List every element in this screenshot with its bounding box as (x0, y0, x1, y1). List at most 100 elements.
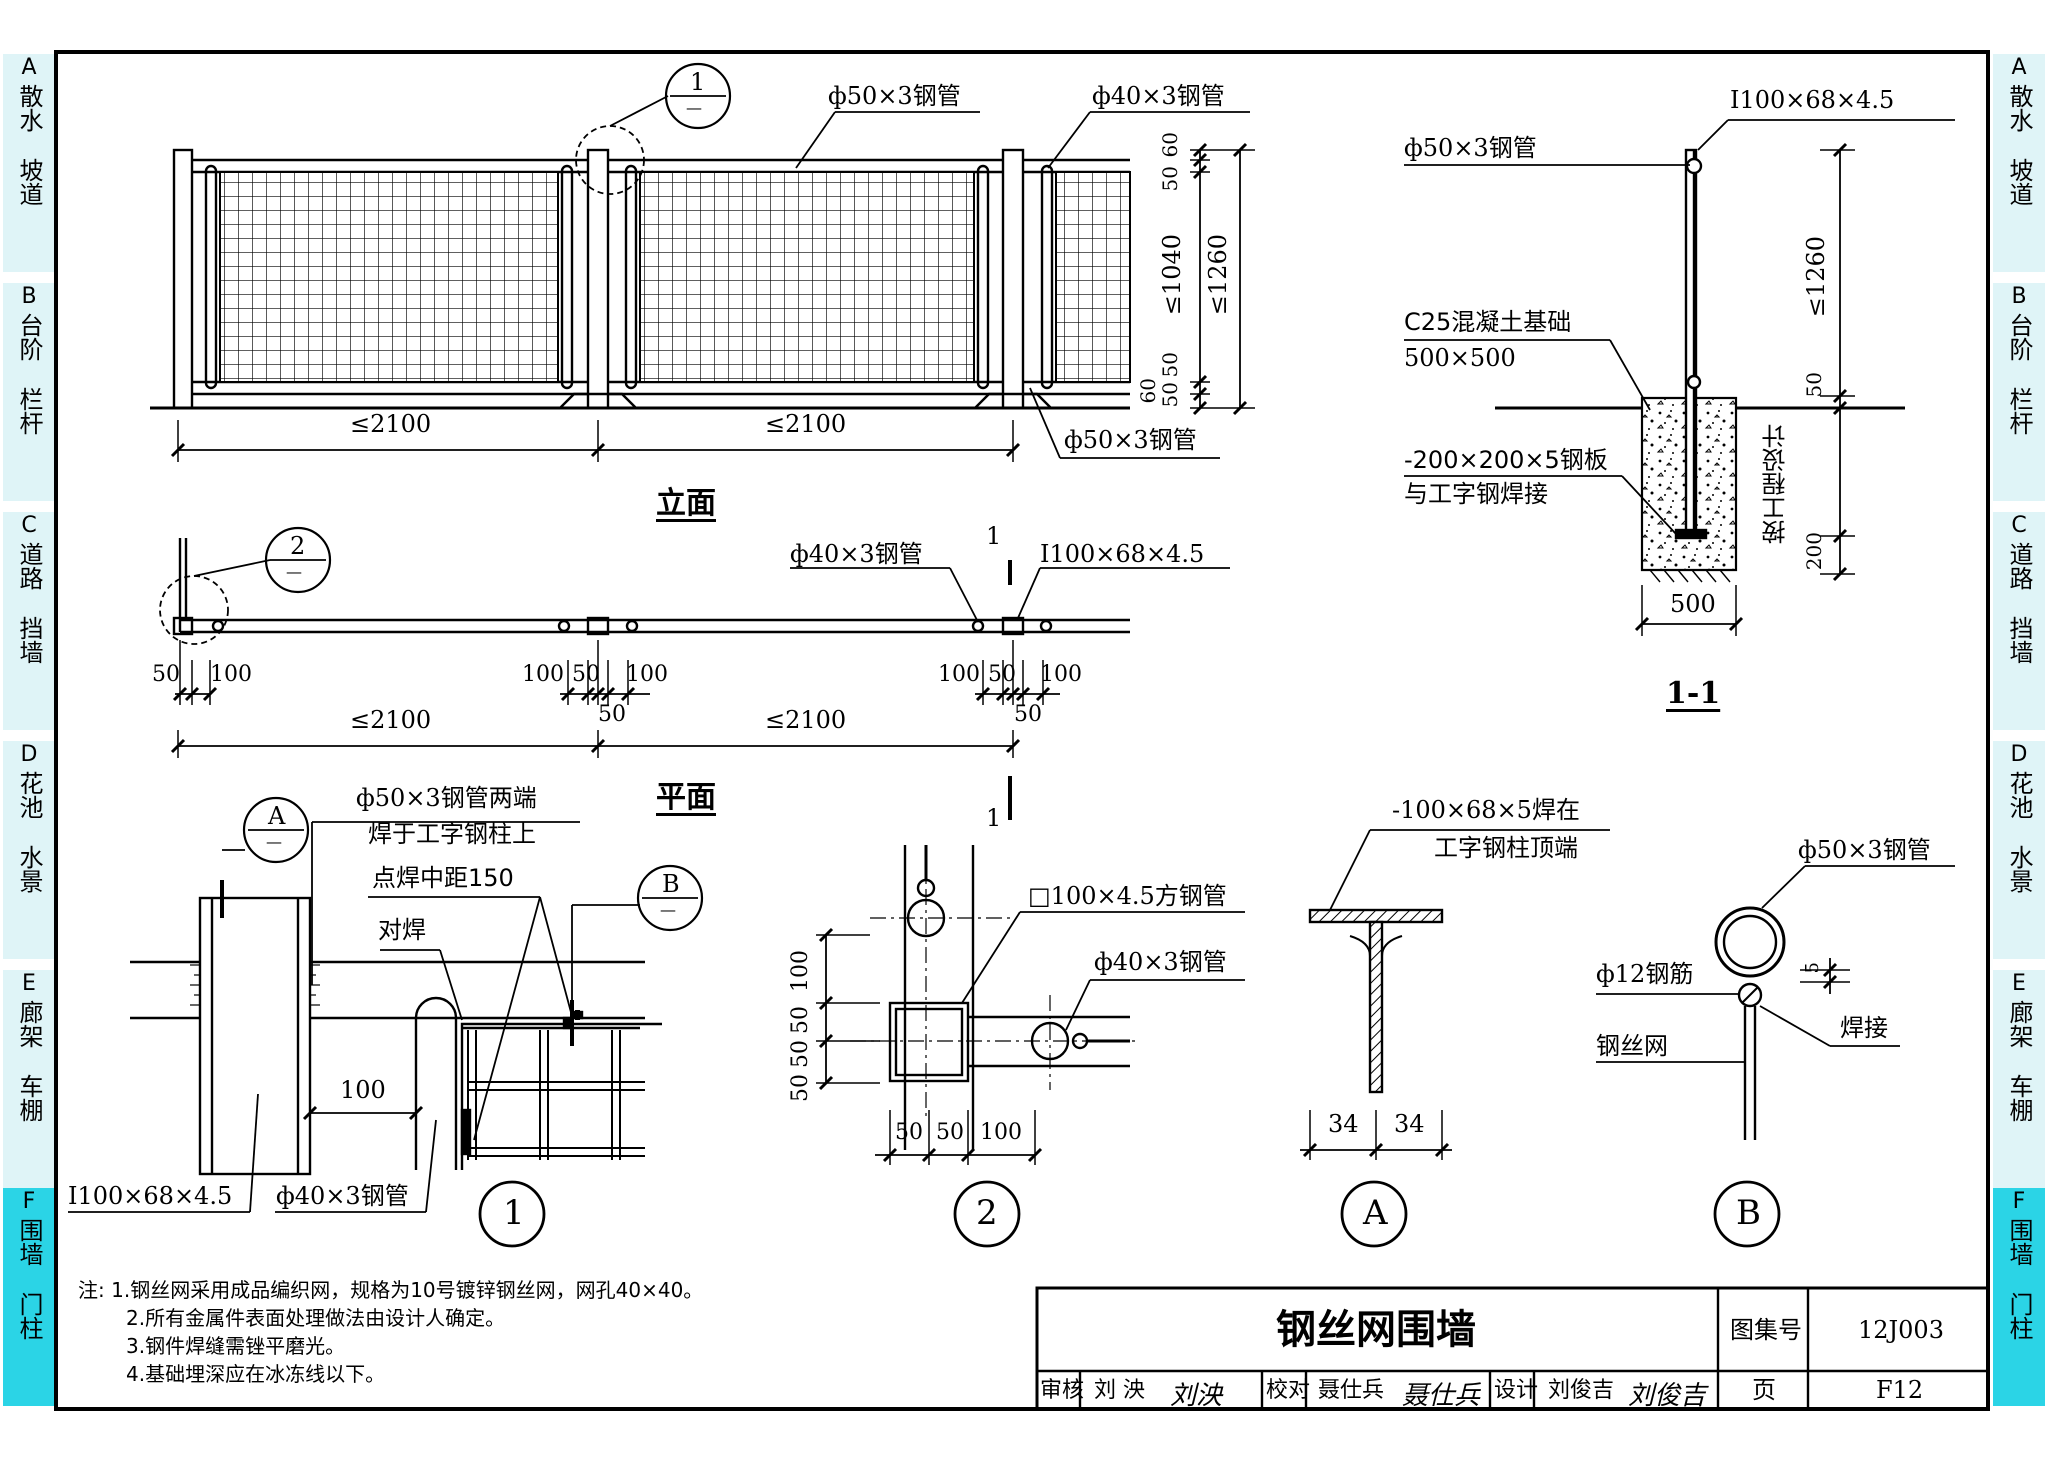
note-4: 4.基础埋深应在冰冻线以下。 (126, 1362, 386, 1386)
plan-dim-50-right-c: 50 (1014, 702, 1042, 727)
detail1-note-3: 点焊中距150 (372, 864, 514, 892)
detail2-dim-h100: 100 (980, 1120, 1022, 1145)
plan-span-1: ≤2100 (350, 706, 432, 734)
reviewer-signature: 刘泱 (1170, 1381, 1223, 1411)
tab-right-e[interactable]: E 廊架 车棚 (1993, 970, 2045, 1188)
elevation-dim-50-top: 50 (1158, 166, 1182, 192)
tab-letter: B (21, 284, 37, 309)
section-cut-mark-bottom: 1 (986, 804, 1002, 832)
elevation-dim-50-bot: 50 (1158, 352, 1182, 378)
section-plate-label: -200×200×5钢板 (1404, 446, 1608, 474)
tab-line2: 挡墙 (2005, 616, 2033, 664)
plan-dim-50-left: 50 (152, 662, 180, 687)
callout-a-sub: — (266, 832, 282, 851)
tab-line1: 台阶 (15, 313, 43, 361)
tab-left-e[interactable]: E 廊架 车棚 (3, 970, 55, 1188)
plan-dim-50-mid-c: 50 (598, 702, 626, 727)
section-foundation-size: 500×500 (1404, 344, 1516, 372)
reviewer-name: 刘 泱 (1094, 1378, 1145, 1403)
callout-2-sub: — (286, 562, 302, 581)
tab-right-d[interactable]: D 花池 水景 (1993, 741, 2045, 959)
designer-signature: 刘俊吉 (1628, 1381, 1707, 1411)
plan-dim-100-right-b: 100 (1040, 662, 1082, 687)
detaila-note-2: 工字钢柱顶端 (1434, 834, 1578, 862)
design-label: 设计 (1494, 1378, 1539, 1403)
tab-right-a[interactable]: A 散水 坡道 (1993, 54, 2045, 272)
tab-left-c[interactable]: C 道路 挡墙 (3, 512, 55, 730)
tab-line2: 栏杆 (15, 387, 43, 435)
section-view (1404, 119, 1955, 636)
section-cut-mark-top: 1 (986, 522, 1002, 550)
detail2-dim-50b: 50 (788, 1040, 813, 1068)
detail1-label: 1 (503, 1193, 525, 1233)
tab-left-a[interactable]: A 散水 坡道 (3, 54, 55, 272)
section-depth-label: 按工程设计 (1762, 424, 1790, 544)
detail2-label: 2 (976, 1193, 998, 1233)
detailb-rebar-label: ф12钢筋 (1596, 960, 1694, 988)
notes-prefix: 注: (78, 1278, 105, 1302)
detailb-pipe-label: ф50×3钢管 (1798, 836, 1931, 864)
atlas-number-label: 图集号 (1730, 1316, 1802, 1344)
plan-ibeam-label: I100×68×4.5 (1040, 540, 1205, 568)
detail1-note-4: 对焊 (378, 916, 426, 944)
designer-name: 刘俊吉 (1548, 1378, 1615, 1403)
tab-left-b[interactable]: B 台阶 栏杆 (3, 283, 55, 501)
tab-letter: C (21, 513, 37, 538)
detail-b (1596, 865, 1955, 1248)
tab-line1: 廊架 (2005, 1000, 2033, 1048)
tab-right-c[interactable]: C 道路 挡墙 (1993, 512, 2045, 730)
review-label: 审核 (1040, 1378, 1085, 1403)
tab-left-d[interactable]: D 花池 水景 (3, 741, 55, 959)
elevation-dim-1040: ≤1040 (1158, 234, 1186, 316)
tab-right-b[interactable]: B 台阶 栏杆 (1993, 283, 2045, 501)
general-notes: 注: 1.钢丝网采用成品编织网，规格为10号镀锌钢丝网，网孔40×40。 2.所… (78, 1276, 703, 1388)
detail1-note-1: ф50×3钢管两端 (356, 784, 537, 812)
tab-line2: 水景 (15, 845, 43, 893)
drawing-frame (54, 50, 1990, 1411)
detail2-dim-h50a: 50 (895, 1120, 923, 1145)
check-label: 校对 (1266, 1378, 1311, 1403)
callout-1-sub: — (686, 98, 702, 117)
elevation-span-1: ≤2100 (350, 410, 432, 438)
tab-line2: 挡墙 (15, 616, 43, 664)
elevation-top-pipe-label: ф50×3钢管 (828, 82, 961, 110)
detaila-dim-34a: 34 (1328, 1110, 1359, 1138)
tab-letter: C (2011, 513, 2027, 538)
detail-a (1300, 829, 1610, 1248)
detail-2 (816, 845, 1245, 1248)
section-dim-500: 500 (1670, 590, 1716, 618)
detail2-dim-50c: 50 (788, 1074, 813, 1102)
elevation-view (150, 62, 1255, 462)
drawing-title: 钢丝网围墙 (1276, 1307, 1476, 1353)
tab-left-f[interactable]: F 围墙 门柱 (3, 1188, 55, 1406)
checker-signature: 聂仕兵 (1402, 1381, 1481, 1411)
plan-dim-50-right-a: 50 (988, 662, 1016, 687)
tab-line1: 散水 (15, 84, 43, 132)
plan-dim-100-left: 100 (210, 662, 252, 687)
page-label: 页 (1752, 1376, 1776, 1404)
tab-line2: 坡道 (2005, 158, 2033, 206)
tab-letter: A (21, 55, 37, 80)
detail-1 (68, 796, 704, 1248)
tab-letter: D (2010, 742, 2028, 767)
tab-letter: A (2011, 55, 2027, 80)
callout-1-number: 1 (690, 68, 706, 96)
plan-dim-100-mid-a: 100 (522, 662, 564, 687)
detailb-dim-5: 5 (1802, 962, 1823, 974)
title-block-frame (1035, 1286, 1990, 1411)
tab-letter: D (20, 742, 38, 767)
tab-line1: 围墙 (2005, 1218, 2033, 1266)
note-2: 2.所有金属件表面处理做法由设计人确定。 (126, 1306, 506, 1330)
detail2-dim-h50b: 50 (936, 1120, 964, 1145)
section-pipe-label: ф50×3钢管 (1404, 134, 1537, 162)
note-1: 1.钢丝网采用成品编织网，规格为10号镀锌钢丝网，网孔40×40。 (111, 1278, 704, 1302)
tab-right-f[interactable]: F 围墙 门柱 (1993, 1188, 2045, 1406)
tab-line2: 门柱 (2005, 1292, 2033, 1340)
section-dim-200: 200 (1802, 532, 1826, 571)
section-dim-50: 50 (1802, 372, 1826, 398)
plan-dim-100-right-a: 100 (938, 662, 980, 687)
callout-b-number: B (662, 870, 680, 898)
detaila-dim-34b: 34 (1394, 1110, 1425, 1138)
tab-line1: 台阶 (2005, 313, 2033, 361)
